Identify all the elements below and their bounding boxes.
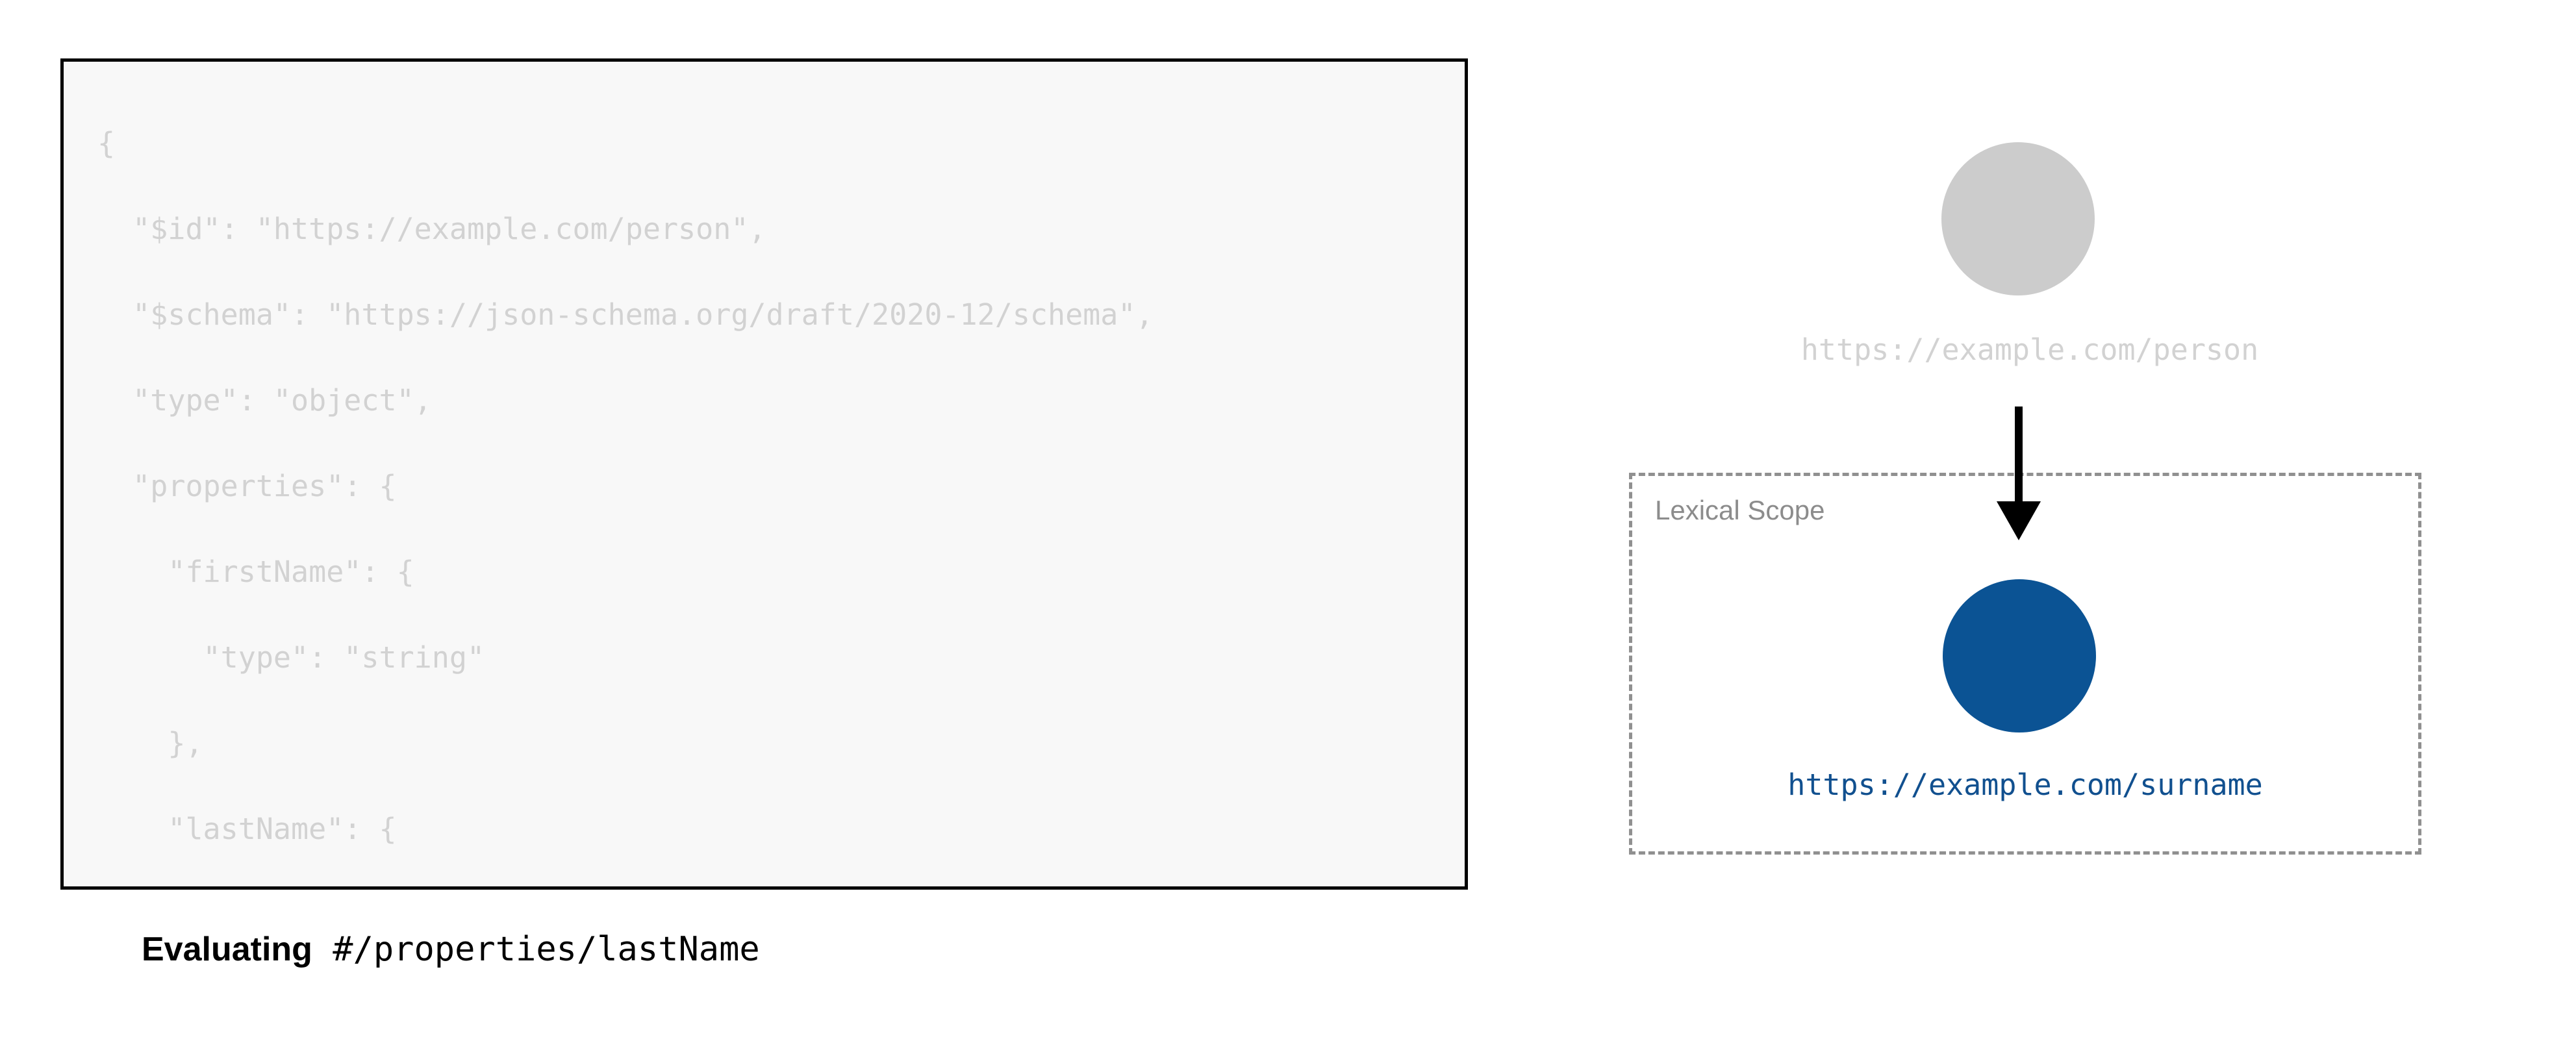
json-code-block: { "$id": "https://example.com/person", "… xyxy=(60,58,1468,890)
code-panel: { "$id": "https://example.com/person", "… xyxy=(60,58,1468,969)
code-line: }, xyxy=(97,726,203,760)
scoped-node-circle xyxy=(1943,579,2096,732)
code-line: "$id": "https://example.com/person", xyxy=(97,212,766,246)
code-line: "properties": { xyxy=(97,469,397,503)
root-node-circle xyxy=(1941,142,2095,295)
lexical-scope-box xyxy=(1629,473,2421,855)
json-code-lines: { "$id": "https://example.com/person", "… xyxy=(97,122,1154,886)
code-line: "$schema": "https://json-schema.org/draf… xyxy=(97,297,1154,332)
code-line: "lastName": { xyxy=(97,812,397,846)
code-line: "type": "string" xyxy=(97,640,485,675)
code-line: "firstName": { xyxy=(97,555,414,589)
caption-evaluating-pointer: #/properties/lastName xyxy=(333,930,760,969)
scope-diagram-panel: https://example.com/person Lexical Scope… xyxy=(1533,0,2576,1039)
code-line: "type": "object", xyxy=(97,383,432,418)
code-line: { xyxy=(97,126,116,160)
scoped-node-label: https://example.com/surname xyxy=(1787,768,2263,802)
caption-evaluating-label: Evaluating xyxy=(142,931,312,968)
lexical-scope-box-label: Lexical Scope xyxy=(1655,495,1825,525)
root-node-label: https://example.com/person xyxy=(1800,332,2259,367)
caption-evaluating: Evaluating #/properties/lastName xyxy=(142,930,760,969)
